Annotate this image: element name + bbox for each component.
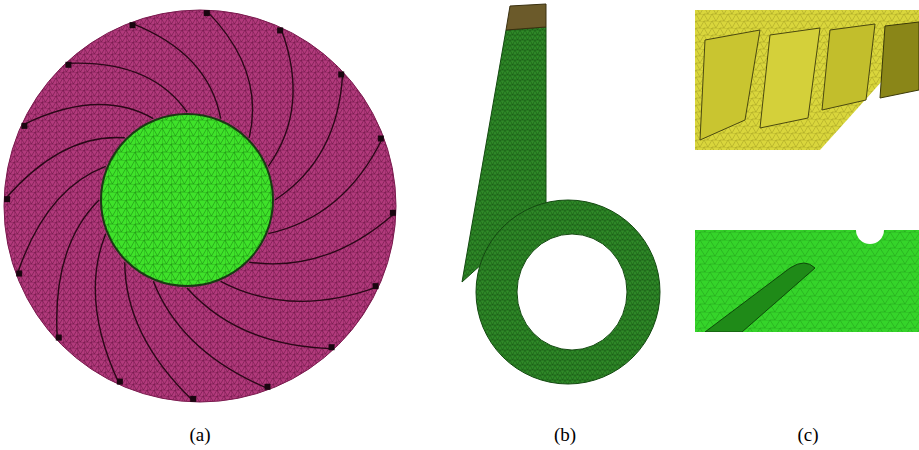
rim-node <box>190 396 196 402</box>
panel-label: (a) <box>189 424 210 446</box>
panel-label: (c) <box>797 424 818 446</box>
blade-line <box>221 281 378 301</box>
panel-label: (b) <box>554 424 576 446</box>
impeller-mesh <box>4 10 396 402</box>
blade-line <box>67 63 187 112</box>
blade-line <box>187 288 333 349</box>
rim-node <box>117 379 123 385</box>
blade-line <box>95 234 119 384</box>
rim-node <box>390 210 396 216</box>
rim-node <box>129 22 135 28</box>
rim-node <box>329 344 335 350</box>
blade-line <box>57 200 99 339</box>
blade-line <box>132 23 221 118</box>
blade-line <box>17 166 105 274</box>
rim-node <box>378 135 384 141</box>
leading-edge-mesh <box>695 230 919 332</box>
blade-detail-mesh <box>695 10 919 150</box>
rim-node <box>338 71 344 77</box>
rim-node <box>4 196 10 202</box>
rim-node <box>265 384 271 390</box>
rim-node <box>277 27 283 33</box>
rim-node <box>204 10 210 16</box>
blade-line <box>23 105 154 125</box>
blade-line <box>268 138 382 234</box>
blade-line <box>268 29 293 167</box>
rim-node <box>373 283 379 289</box>
blade-line <box>153 281 268 388</box>
rim-node <box>16 271 22 277</box>
rim-node <box>21 123 27 129</box>
rim-node <box>56 335 62 341</box>
volute-mesh <box>462 4 660 384</box>
rim-node <box>65 62 71 68</box>
